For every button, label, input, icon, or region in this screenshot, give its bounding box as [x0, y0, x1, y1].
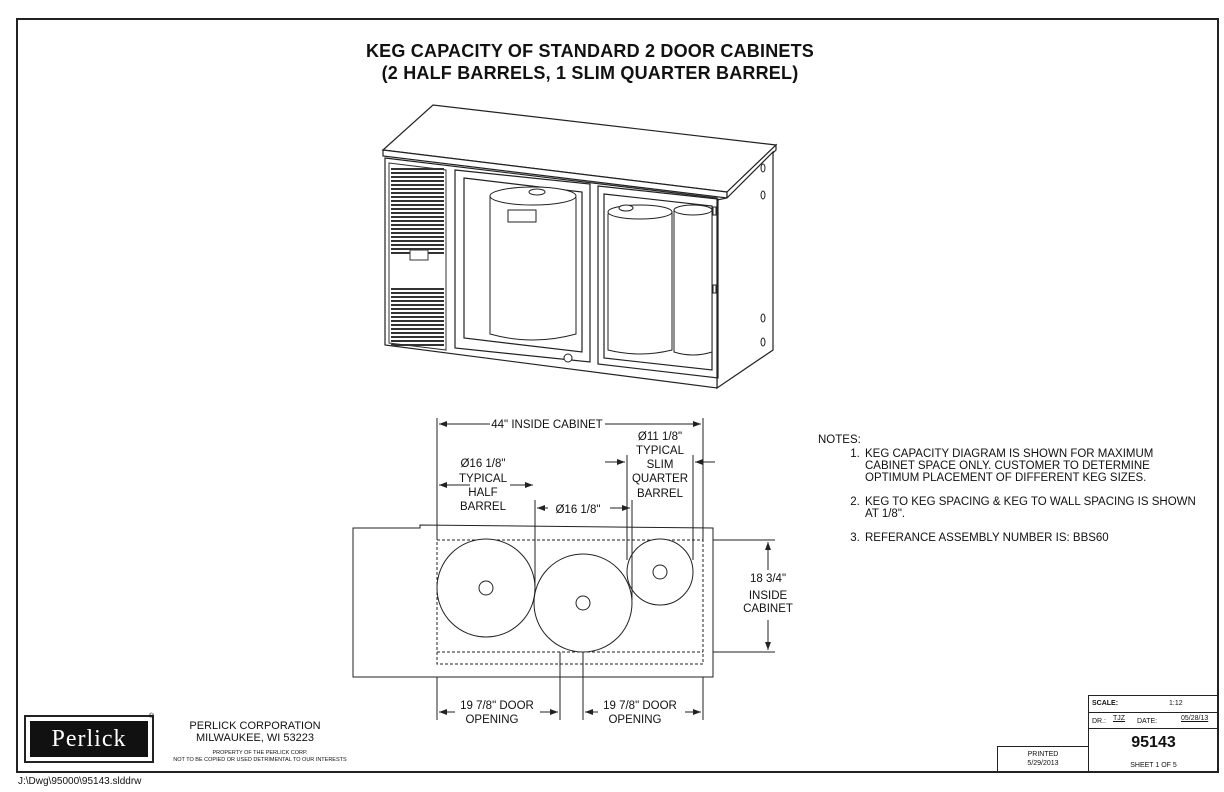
- dim-door2-line-1: 19 7/8" DOOR: [603, 700, 677, 712]
- drawing-number: 95143: [1131, 734, 1176, 751]
- registered-mark-icon: ®: [148, 713, 154, 720]
- dim-door1-line-1: 19 7/8" DOOR: [460, 700, 534, 712]
- dim-slim-label-1: TYPICAL: [636, 445, 685, 457]
- drawn-by-label: DR.:: [1092, 718, 1106, 725]
- half-barrel-keg-1: [436, 538, 536, 638]
- scale-label: SCALE:: [1092, 700, 1119, 707]
- dim-door1-line-2: OPENING: [465, 714, 518, 726]
- notes-header: NOTES:: [818, 434, 861, 446]
- date-value: 05/28/13: [1181, 715, 1209, 722]
- title-line-1: KEG CAPACITY OF STANDARD 2 DOOR CABINETS: [365, 41, 815, 61]
- drawing-title: KEG CAPACITY OF STANDARD 2 DOOR CABINETS…: [300, 40, 880, 84]
- file-path: J:\Dwg\95000\95143.slddrw: [18, 776, 142, 787]
- company-info: PERLICK CORPORATION MILWAUKEE, WI 53223: [175, 720, 335, 744]
- dim-half-barrel-label-2: HALF: [468, 487, 497, 499]
- company-name: PERLICK CORPORATION: [189, 720, 321, 732]
- property-line-1: PROPERTY OF THE PERLICK CORP.: [212, 750, 308, 756]
- date-label: DATE:: [1137, 718, 1158, 725]
- dim-half-barrel-label-1: TYPICAL: [459, 473, 508, 485]
- dim-door2-line-2: OPENING: [608, 714, 661, 726]
- dim-slim-label-4: BARREL: [637, 488, 684, 500]
- scale-value: 1:12: [1169, 700, 1183, 707]
- dim-slim-label-2: SLIM: [647, 459, 674, 471]
- scale-row: SCALE: 1:12: [1089, 696, 1218, 713]
- sheet-number: SHEET 1 OF 5: [1130, 762, 1177, 769]
- notes-block: NOTES: KEG CAPACITY DIAGRAM IS SHOWN FOR…: [818, 434, 1198, 556]
- title-block: SCALE: 1:12 DR.: TJZ DATE: 05/28/13 9514…: [1088, 695, 1219, 773]
- title-line-2: (2 HALF BARRELS, 1 SLIM QUARTER BARREL): [381, 63, 799, 83]
- dim-depth-line-3: CABINET: [743, 603, 793, 615]
- dim-center-keg-diameter: Ø16 1/8": [555, 504, 600, 516]
- note-2: KEG TO KEG SPACING & KEG TO WALL SPACING…: [863, 496, 1198, 520]
- dim-half-barrel-label-3: BARREL: [460, 501, 507, 513]
- printed-box: PRINTED 5/29/2013: [997, 746, 1089, 773]
- dim-half-barrel-diameter: Ø16 1/8": [460, 458, 505, 470]
- note-3: REFERANCE ASSEMBLY NUMBER IS: BBS60: [863, 532, 1198, 544]
- dim-depth-line-2: INSIDE: [749, 590, 788, 602]
- logo-wordmark: Perlick: [30, 721, 148, 757]
- dim-depth-line-1: 18 3/4": [750, 573, 786, 585]
- drawn-by-value: TJZ: [1113, 715, 1126, 722]
- printed-label: PRINTED: [1027, 751, 1059, 758]
- property-notice: PROPERTY OF THE PERLICK CORP. NOT TO BE …: [160, 750, 360, 764]
- printed-date: 5/29/2013: [1027, 760, 1059, 767]
- note-1: KEG CAPACITY DIAGRAM IS SHOWN FOR MAXIMU…: [863, 448, 1198, 484]
- slim-quarter-barrel-keg: [626, 538, 694, 606]
- company-address: MILWAUKEE, WI 53223: [196, 732, 314, 744]
- dim-inside-cabinet-width: 44" INSIDE CABINET: [491, 419, 602, 431]
- drawn-by-row: DR.: TJZ DATE: 05/28/13: [1089, 712, 1218, 729]
- perlick-logo: Perlick ®: [24, 713, 154, 763]
- dim-slim-label-3: QUARTER: [632, 473, 688, 485]
- half-barrel-keg-2: [533, 553, 633, 653]
- drawing-sheet-border: [16, 18, 1219, 773]
- dim-slim-diameter: Ø11 1/8": [638, 431, 682, 443]
- property-line-2: NOT TO BE COPIED OR USED DETRIMENTAL TO …: [173, 757, 347, 763]
